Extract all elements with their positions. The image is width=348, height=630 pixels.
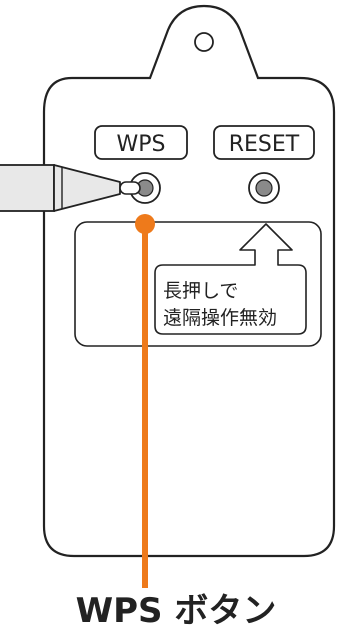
reset-label-box [213,125,315,160]
circle-hole-icon [194,32,214,52]
note-line-2: 遠隔操作無効 [163,307,277,329]
caption: WPS ボタン [76,591,277,630]
wps-label-box [94,125,188,160]
reset-button[interactable] [255,179,273,197]
wps-label: WPS [117,132,166,157]
up-arrow-icon [154,223,307,335]
note-line-1: 長押しで [163,280,238,302]
stylus-pen-icon [0,164,141,212]
leader-dot [135,214,155,234]
reset-label: RESET [229,132,300,157]
